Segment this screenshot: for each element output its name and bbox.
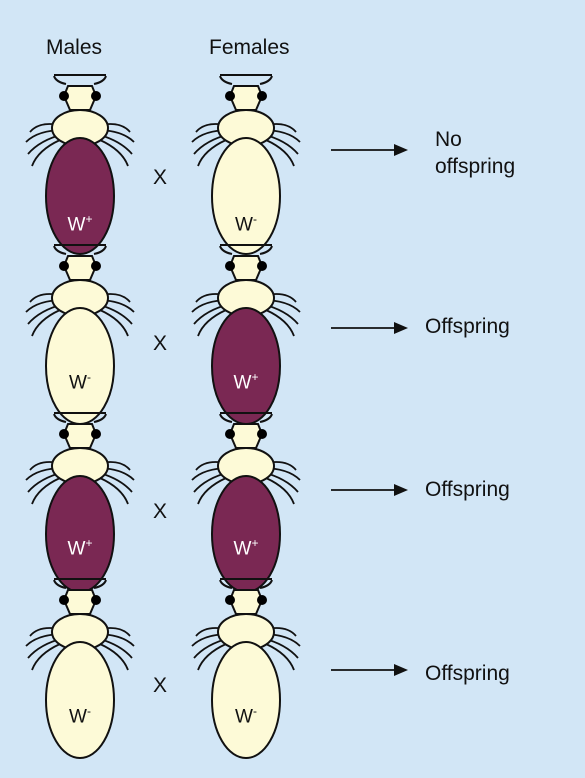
beetle-leg: [31, 477, 61, 505]
result-arrow: [331, 484, 408, 496]
genotype-base: W: [235, 214, 253, 236]
beetle-leg: [265, 643, 295, 671]
beetle-head: [228, 255, 264, 281]
beetle-leg: [197, 477, 227, 505]
genotype-superscript: +: [251, 536, 259, 550]
infected-abdomen: [211, 307, 281, 425]
result-arrow: [331, 664, 408, 676]
result-line-2: offspring: [435, 155, 516, 178]
males-header: Males: [46, 36, 103, 59]
genotype-superscript: +: [251, 370, 259, 384]
genotype-superscript: -: [252, 212, 257, 226]
female-genotype-label: W-: [216, 212, 276, 236]
genotype-superscript: -: [86, 704, 91, 718]
female-beetle: [191, 412, 301, 593]
genotype-base: W: [67, 538, 86, 560]
beetle-head: [62, 85, 98, 111]
beetle-head: [228, 589, 264, 615]
beetle-head: [228, 85, 264, 111]
cross-result: Offspring: [425, 313, 510, 340]
beetle-head: [62, 255, 98, 281]
result-arrow: [331, 322, 408, 334]
male-genotype-label: W-: [50, 370, 110, 394]
infected-abdomen: [45, 137, 115, 255]
beetle-leg: [99, 139, 129, 167]
beetle-leg: [197, 643, 227, 671]
genotype-superscript: -: [252, 704, 257, 718]
male-beetle: [25, 578, 135, 759]
female-genotype-label: W+: [216, 370, 276, 394]
beetle-leg: [197, 139, 227, 167]
beetle-leg: [99, 477, 129, 505]
result-line-1: No: [435, 128, 462, 151]
genotype-base: W: [69, 372, 87, 394]
genotype-superscript: -: [86, 370, 91, 384]
result-line-1: Offspring: [425, 478, 510, 501]
uninfected-abdomen: [211, 641, 281, 759]
genotype-base: W: [233, 538, 252, 560]
genotype-base: W: [67, 214, 86, 236]
cross-symbol: X: [153, 332, 168, 355]
uninfected-abdomen: [45, 307, 115, 425]
cross-result: No offspring: [435, 126, 515, 180]
beetle-leg: [31, 643, 61, 671]
female-beetle: [191, 578, 301, 759]
beetle-leg: [265, 477, 295, 505]
cross-result: Offspring: [425, 660, 510, 687]
beetle-leg: [99, 309, 129, 337]
genotype-base: W: [233, 372, 252, 394]
male-beetle: [25, 244, 135, 425]
result-line-1: Offspring: [425, 315, 510, 338]
female-genotype-label: W+: [216, 536, 276, 560]
females-header: Females: [209, 36, 290, 59]
cross-symbol: X: [153, 674, 168, 697]
female-beetle: [191, 244, 301, 425]
beetle-leg: [31, 309, 61, 337]
result-line-1: Offspring: [425, 662, 510, 685]
male-beetle: [25, 74, 135, 255]
male-beetle: [25, 412, 135, 593]
genotype-base: W: [235, 706, 253, 728]
beetle-head: [62, 589, 98, 615]
genotype-superscript: +: [85, 212, 93, 226]
beetle-head: [228, 423, 264, 449]
genotype-base: W: [69, 706, 87, 728]
male-genotype-label: W+: [50, 212, 110, 236]
uninfected-abdomen: [45, 641, 115, 759]
female-beetle: [191, 74, 301, 255]
cross-result: Offspring: [425, 476, 510, 503]
genotype-superscript: +: [85, 536, 93, 550]
female-genotype-label: W-: [216, 704, 276, 728]
male-genotype-label: W+: [50, 536, 110, 560]
beetle-head: [62, 423, 98, 449]
male-genotype-label: W-: [50, 704, 110, 728]
beetle-leg: [31, 139, 61, 167]
uninfected-abdomen: [211, 137, 281, 255]
beetle-leg: [265, 309, 295, 337]
beetle-leg: [197, 309, 227, 337]
beetle-leg: [265, 139, 295, 167]
result-arrow: [331, 144, 408, 156]
cross-symbol: X: [153, 500, 168, 523]
beetle-leg: [99, 643, 129, 671]
cross-symbol: X: [153, 166, 168, 189]
